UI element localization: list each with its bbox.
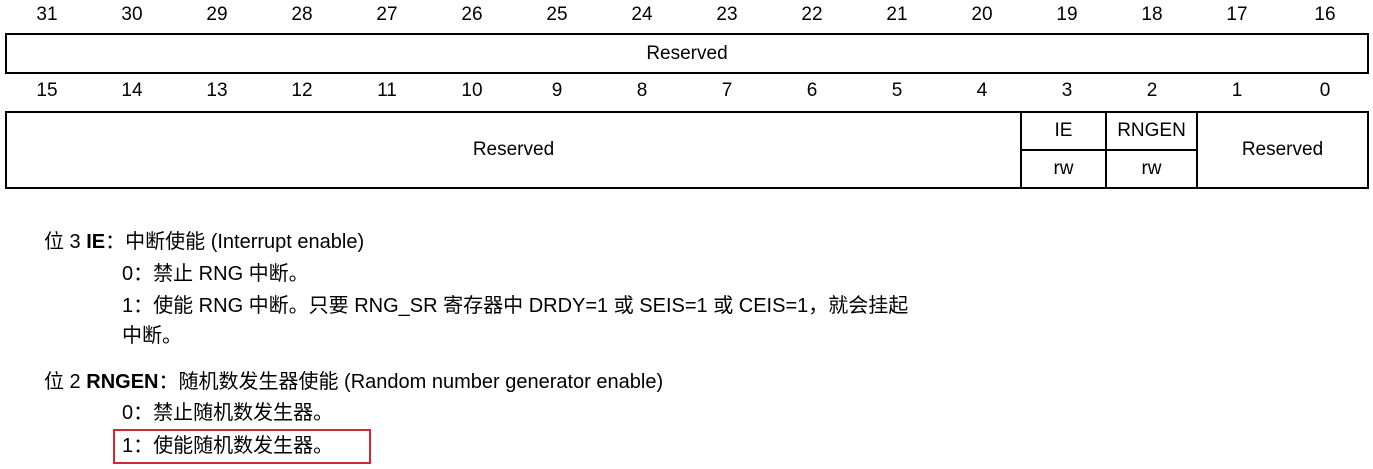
bit-number: 5 — [891, 80, 903, 101]
bit3-value1-continued: 中断。 — [122, 325, 182, 347]
upper-register-row: Reserved — [5, 33, 1369, 74]
bit-number: 26 — [461, 4, 483, 25]
bit-number: 9 — [551, 80, 563, 101]
bit2-value1: 1：使能随机数发生器。 — [122, 435, 334, 457]
bit-number: 23 — [716, 4, 738, 25]
upper-bit-numbers: 31 30 29 28 27 26 25 24 23 22 21 20 19 1… — [5, 2, 1368, 28]
bit-number: 15 — [36, 80, 58, 101]
bit-number: 2 — [1146, 80, 1158, 101]
bit-number: 25 — [546, 4, 568, 25]
highlight-box — [113, 429, 371, 464]
bit2-prefix: 位 2 — [44, 371, 81, 393]
rngen-field-name: RNGEN — [1117, 120, 1186, 141]
bit3-name: IE — [86, 231, 106, 253]
bit-number: 16 — [1314, 4, 1336, 25]
bit-number: 22 — [801, 4, 823, 25]
bit3-heading: 位 3 IE：中断使能 (Interrupt enable) — [44, 226, 364, 258]
bit-number: 18 — [1141, 4, 1163, 25]
bit-number: 17 — [1226, 4, 1248, 25]
ie-field-name: IE — [1054, 120, 1073, 141]
bit2-value0: 0：禁止随机数发生器。 — [122, 402, 334, 424]
bit-number: 28 — [291, 4, 313, 25]
bit-number: 11 — [377, 80, 397, 101]
bit-number: 14 — [121, 80, 143, 101]
bit-number: 1 — [1231, 80, 1243, 101]
bit2-title: ：随机数发生器使能 (Random number generator enabl… — [158, 371, 664, 393]
bit-number: 20 — [971, 4, 993, 25]
bit-number: 4 — [976, 80, 988, 101]
bit-number: 6 — [806, 80, 818, 101]
bit3-value0: 0：禁止 RNG 中断。 — [122, 263, 309, 285]
ie-field-access: rw — [1053, 158, 1074, 179]
bit-number: 29 — [206, 4, 228, 25]
access-divider — [1020, 149, 1198, 151]
bit-number: 31 — [36, 4, 58, 25]
bit-number: 3 — [1061, 80, 1073, 101]
lower-register-row: Reserved IE rw RNGEN rw Reserved — [5, 111, 1369, 189]
bit3-title: ：中断使能 (Interrupt enable) — [105, 231, 365, 253]
rngen-field-access: rw — [1141, 158, 1162, 179]
upper-reserved-field: Reserved — [646, 42, 728, 64]
bit-number: 24 — [631, 4, 653, 25]
bit3-prefix: 位 3 — [44, 231, 81, 253]
bit-number: 27 — [376, 4, 398, 25]
bit-number: 30 — [121, 4, 143, 25]
lower-reserved-low-field: Reserved — [1241, 139, 1324, 160]
bit-number: 10 — [461, 80, 483, 101]
bit-number: 8 — [636, 80, 648, 101]
bit2-name: RNGEN — [86, 371, 159, 393]
bit-number: 12 — [291, 80, 313, 101]
bit-number: 19 — [1056, 4, 1078, 25]
bit-number: 13 — [206, 80, 228, 101]
bit-number: 7 — [721, 80, 733, 101]
lower-reserved-high-field: Reserved — [472, 139, 555, 160]
bit-number: 21 — [886, 4, 908, 25]
bit2-heading: 位 2 RNGEN：随机数发生器使能 (Random number genera… — [44, 366, 663, 398]
bit-number: 0 — [1319, 80, 1331, 101]
bit3-value1: 1：使能 RNG 中断。只要 RNG_SR 寄存器中 DRDY=1 或 SEIS… — [122, 295, 909, 317]
lower-bit-numbers: 15 14 13 12 11 10 9 8 7 6 5 4 3 2 1 0 — [5, 78, 1368, 104]
